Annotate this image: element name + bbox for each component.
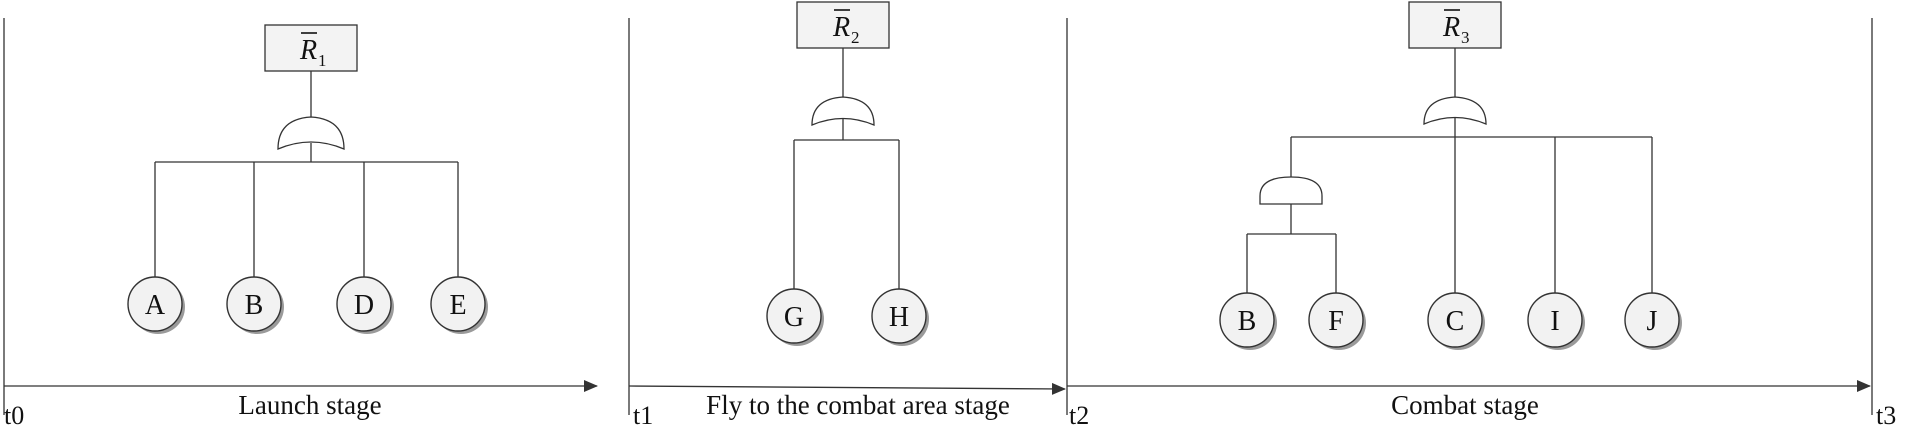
event-b3-label: B (1238, 306, 1257, 337)
event-d: D (336, 276, 394, 334)
stage-label-fly: Fly to the combat area stage (706, 390, 1010, 420)
time-label-t0: t0 (4, 401, 24, 430)
top-event-r3-subscript: 3 (1461, 28, 1470, 47)
event-d-label: D (354, 290, 374, 321)
event-e: E (430, 276, 488, 334)
or-gate-stage1 (277, 116, 345, 150)
timeline-arrow-stage2 (628, 382, 1066, 395)
stage1-tree: R 1 A B D E (127, 24, 488, 334)
event-a: A (127, 276, 185, 334)
stage-label-launch: Launch stage (238, 390, 381, 420)
stage-label-combat: Combat stage (1391, 390, 1539, 420)
time-label-t3: t3 (1876, 401, 1896, 430)
event-i: I (1527, 292, 1585, 350)
event-c-label: C (1446, 306, 1465, 337)
event-b-stage3: B (1219, 292, 1277, 350)
event-h: H (871, 288, 929, 346)
time-label-t1: t1 (633, 401, 653, 430)
top-event-r3-letter: R (1442, 12, 1460, 43)
or-gate-stage3 (1423, 96, 1487, 125)
event-g: G (766, 288, 824, 346)
event-j: J (1624, 292, 1682, 350)
event-c: C (1427, 292, 1485, 350)
and-gate-stage3 (1259, 176, 1323, 205)
stage3-tree: R 3 B F C I (1219, 1, 1682, 350)
top-event-r2-letter: R (832, 12, 850, 43)
event-f: F (1308, 292, 1366, 350)
event-j-label: J (1647, 306, 1658, 337)
event-g-label: G (784, 302, 804, 333)
event-f-label: F (1328, 306, 1344, 337)
event-b-label: B (245, 290, 264, 321)
event-e-label: E (449, 290, 466, 321)
event-i-label: I (1550, 306, 1559, 337)
top-event-r2-subscript: 2 (851, 28, 860, 47)
event-a-label: A (145, 290, 166, 321)
top-event-r1-letter: R (299, 35, 317, 66)
time-label-t2: t2 (1069, 401, 1089, 430)
or-gate-stage2 (811, 96, 875, 126)
top-event-r1-subscript: 1 (318, 51, 327, 70)
event-b-stage1: B (226, 276, 284, 334)
event-h-label: H (889, 302, 909, 333)
stage2-tree: R 2 G H (766, 1, 929, 346)
